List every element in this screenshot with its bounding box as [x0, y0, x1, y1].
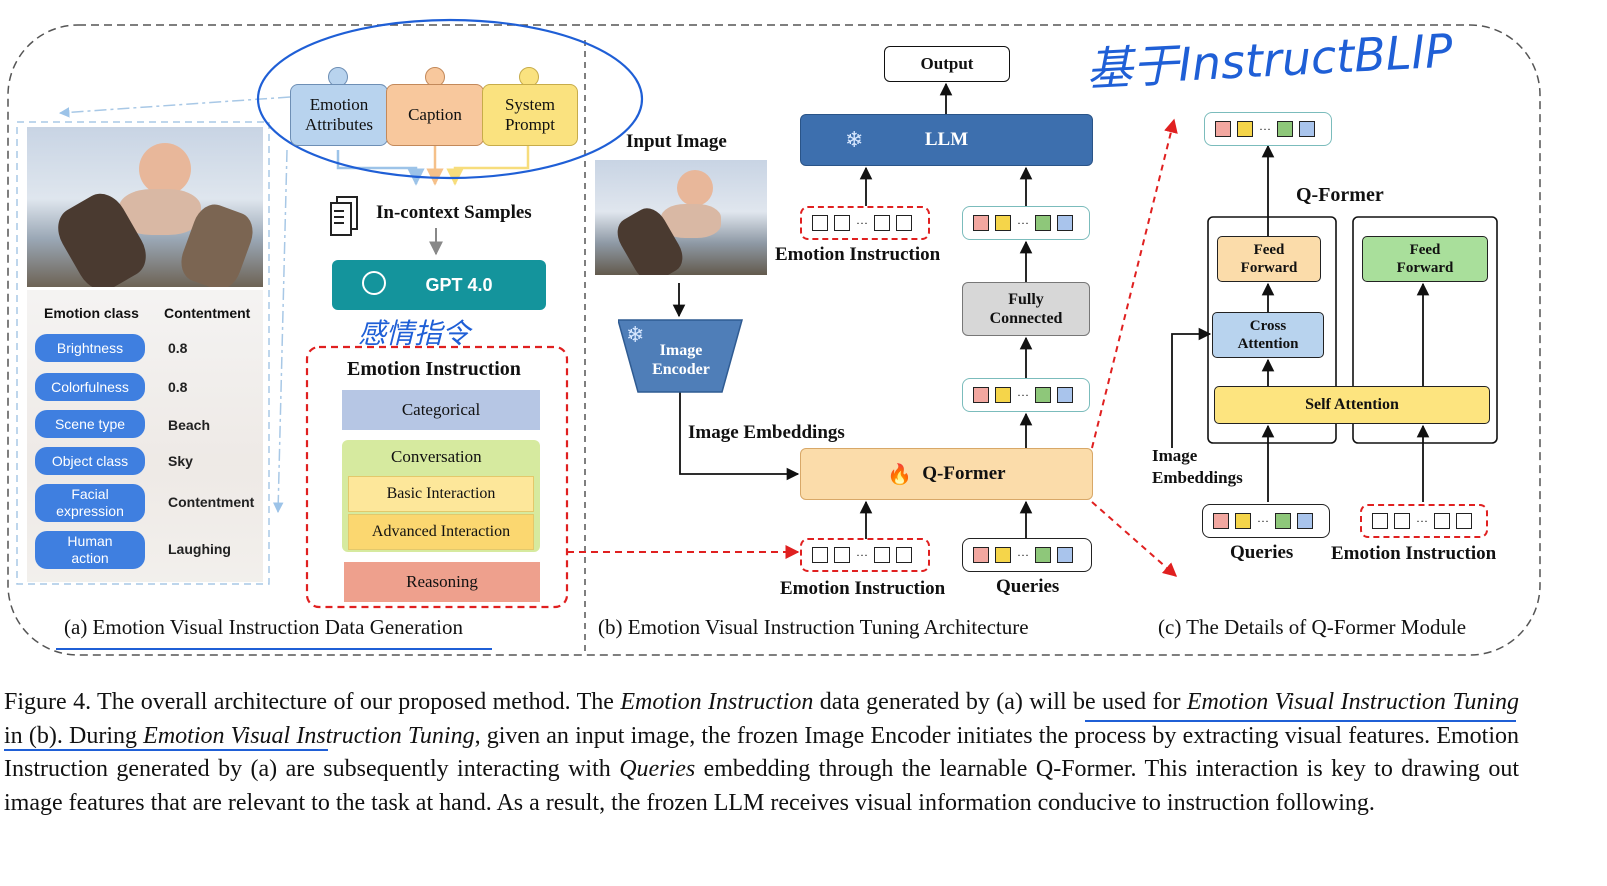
attribute-name-scene-type: Scene type [35, 410, 145, 438]
snowflake-icon-encoder: ❄ [626, 322, 645, 347]
input-image [595, 160, 767, 275]
emotion-instruction-label-bottom: Emotion Instruction [780, 578, 946, 599]
llm-label: LLM [924, 129, 969, 150]
figure-caption: Figure 4. The overall architecture of ou… [4, 689, 1520, 816]
attribute-name-brightness: Brightness [35, 334, 145, 362]
emotion-instruction-tokens-c: ··· [1360, 504, 1488, 538]
fire-icon: 🔥 [887, 463, 913, 486]
qformer-box: 🔥 Q-Former [800, 448, 1093, 500]
queries-label-c: Queries [1230, 542, 1294, 563]
attribute-name-colorfulness: Colorfulness [35, 373, 145, 401]
attribute-name-facial-expression: Facial expression [35, 484, 145, 522]
panel-c-caption: (c) The Details of Q-Former Module [1158, 615, 1467, 639]
attribute-value-human-action: Laughing [168, 541, 231, 557]
reasoning-box: Reasoning [344, 562, 540, 602]
basic-interaction-box: Basic Interaction [348, 476, 534, 512]
fc-output-tokens: ··· [962, 206, 1090, 240]
gpt-box: GPT 4.0 [332, 260, 546, 310]
emotion-instruction-label-top: Emotion Instruction [775, 244, 941, 265]
emotion-instruction-tokens-top: ··· [800, 206, 930, 240]
self-attention-box: Self Attention [1214, 386, 1490, 424]
feed-forward-right: Feed Forward [1362, 236, 1488, 282]
attribute-frame [16, 121, 270, 585]
image-embeddings-label-c: Image Embeddings [1152, 446, 1243, 487]
queries-tokens-c: ··· [1202, 504, 1330, 538]
input-image-label: Input Image [626, 131, 727, 152]
attribute-header-value: Contentment [164, 305, 251, 321]
conversation-label: Conversation [391, 447, 482, 466]
cross-attention-box: Cross Attention [1212, 312, 1324, 358]
attribute-value-facial-expression: Contentment [168, 494, 255, 510]
image-encoder-label: Image Encoder [652, 342, 710, 378]
panel-a-caption: (a) Emotion Visual Instruction Data Gene… [64, 615, 463, 639]
image-encoder-shape [618, 319, 743, 393]
handwritten-ellipse [256, 18, 644, 180]
puzzle-emotion-attributes: Emotion Attributes [290, 84, 388, 146]
qformer-output-tokens: ··· [962, 378, 1090, 412]
emotion-instruction-tokens-bottom: ··· [800, 538, 930, 572]
attribute-value-scene-type: Beach [168, 417, 211, 433]
puzzle-system-prompt: System Prompt [482, 84, 578, 146]
outer-frame [7, 24, 1541, 656]
baby-photo [27, 127, 263, 287]
advanced-interaction-box: Advanced Interaction [348, 514, 534, 550]
feed-forward-left: Feed Forward [1217, 236, 1321, 282]
llm-box: ❄ LLM [800, 114, 1093, 166]
fully-connected-box: Fully Connected [962, 282, 1090, 336]
emotion-instruction-label-c: Emotion Instruction [1331, 543, 1497, 564]
qformer-label: Q-Former [922, 463, 1006, 484]
handwritten-note-emotion-instruction: 感情指令 [358, 317, 471, 350]
qformer-c-title: Q-Former [1296, 184, 1384, 206]
categorical-box: Categorical [342, 390, 540, 430]
queries-label-b: Queries [996, 576, 1060, 597]
document-stack-icon [330, 196, 358, 236]
attribute-value-object-class: Sky [168, 453, 193, 469]
emotion-instruction-title-a: Emotion Instruction [347, 358, 521, 380]
openai-logo-icon [362, 271, 386, 295]
attribute-header-class: Emotion class [44, 305, 139, 321]
queries-tokens-b: ··· [962, 538, 1092, 572]
gpt-label: GPT 4.0 [425, 274, 493, 295]
attribute-name-object-class: Object class [35, 447, 145, 475]
caption-label: Figure 4. [4, 689, 92, 715]
image-embeddings-label-b: Image Embeddings [688, 422, 845, 443]
attribute-name-human-action: Human action [35, 531, 145, 569]
output-box: Output [884, 46, 1010, 82]
puzzle-caption: Caption [386, 84, 484, 146]
qformer-c-output-tokens: ··· [1204, 112, 1332, 146]
panel-b-caption: (b) Emotion Visual Instruction Tuning Ar… [598, 615, 1029, 639]
in-context-samples-label: In-context Samples [376, 202, 532, 223]
attribute-value-brightness: 0.8 [168, 340, 188, 356]
attribute-value-colorfulness: 0.8 [168, 379, 188, 395]
snowflake-icon-llm: ❄ [845, 127, 864, 152]
